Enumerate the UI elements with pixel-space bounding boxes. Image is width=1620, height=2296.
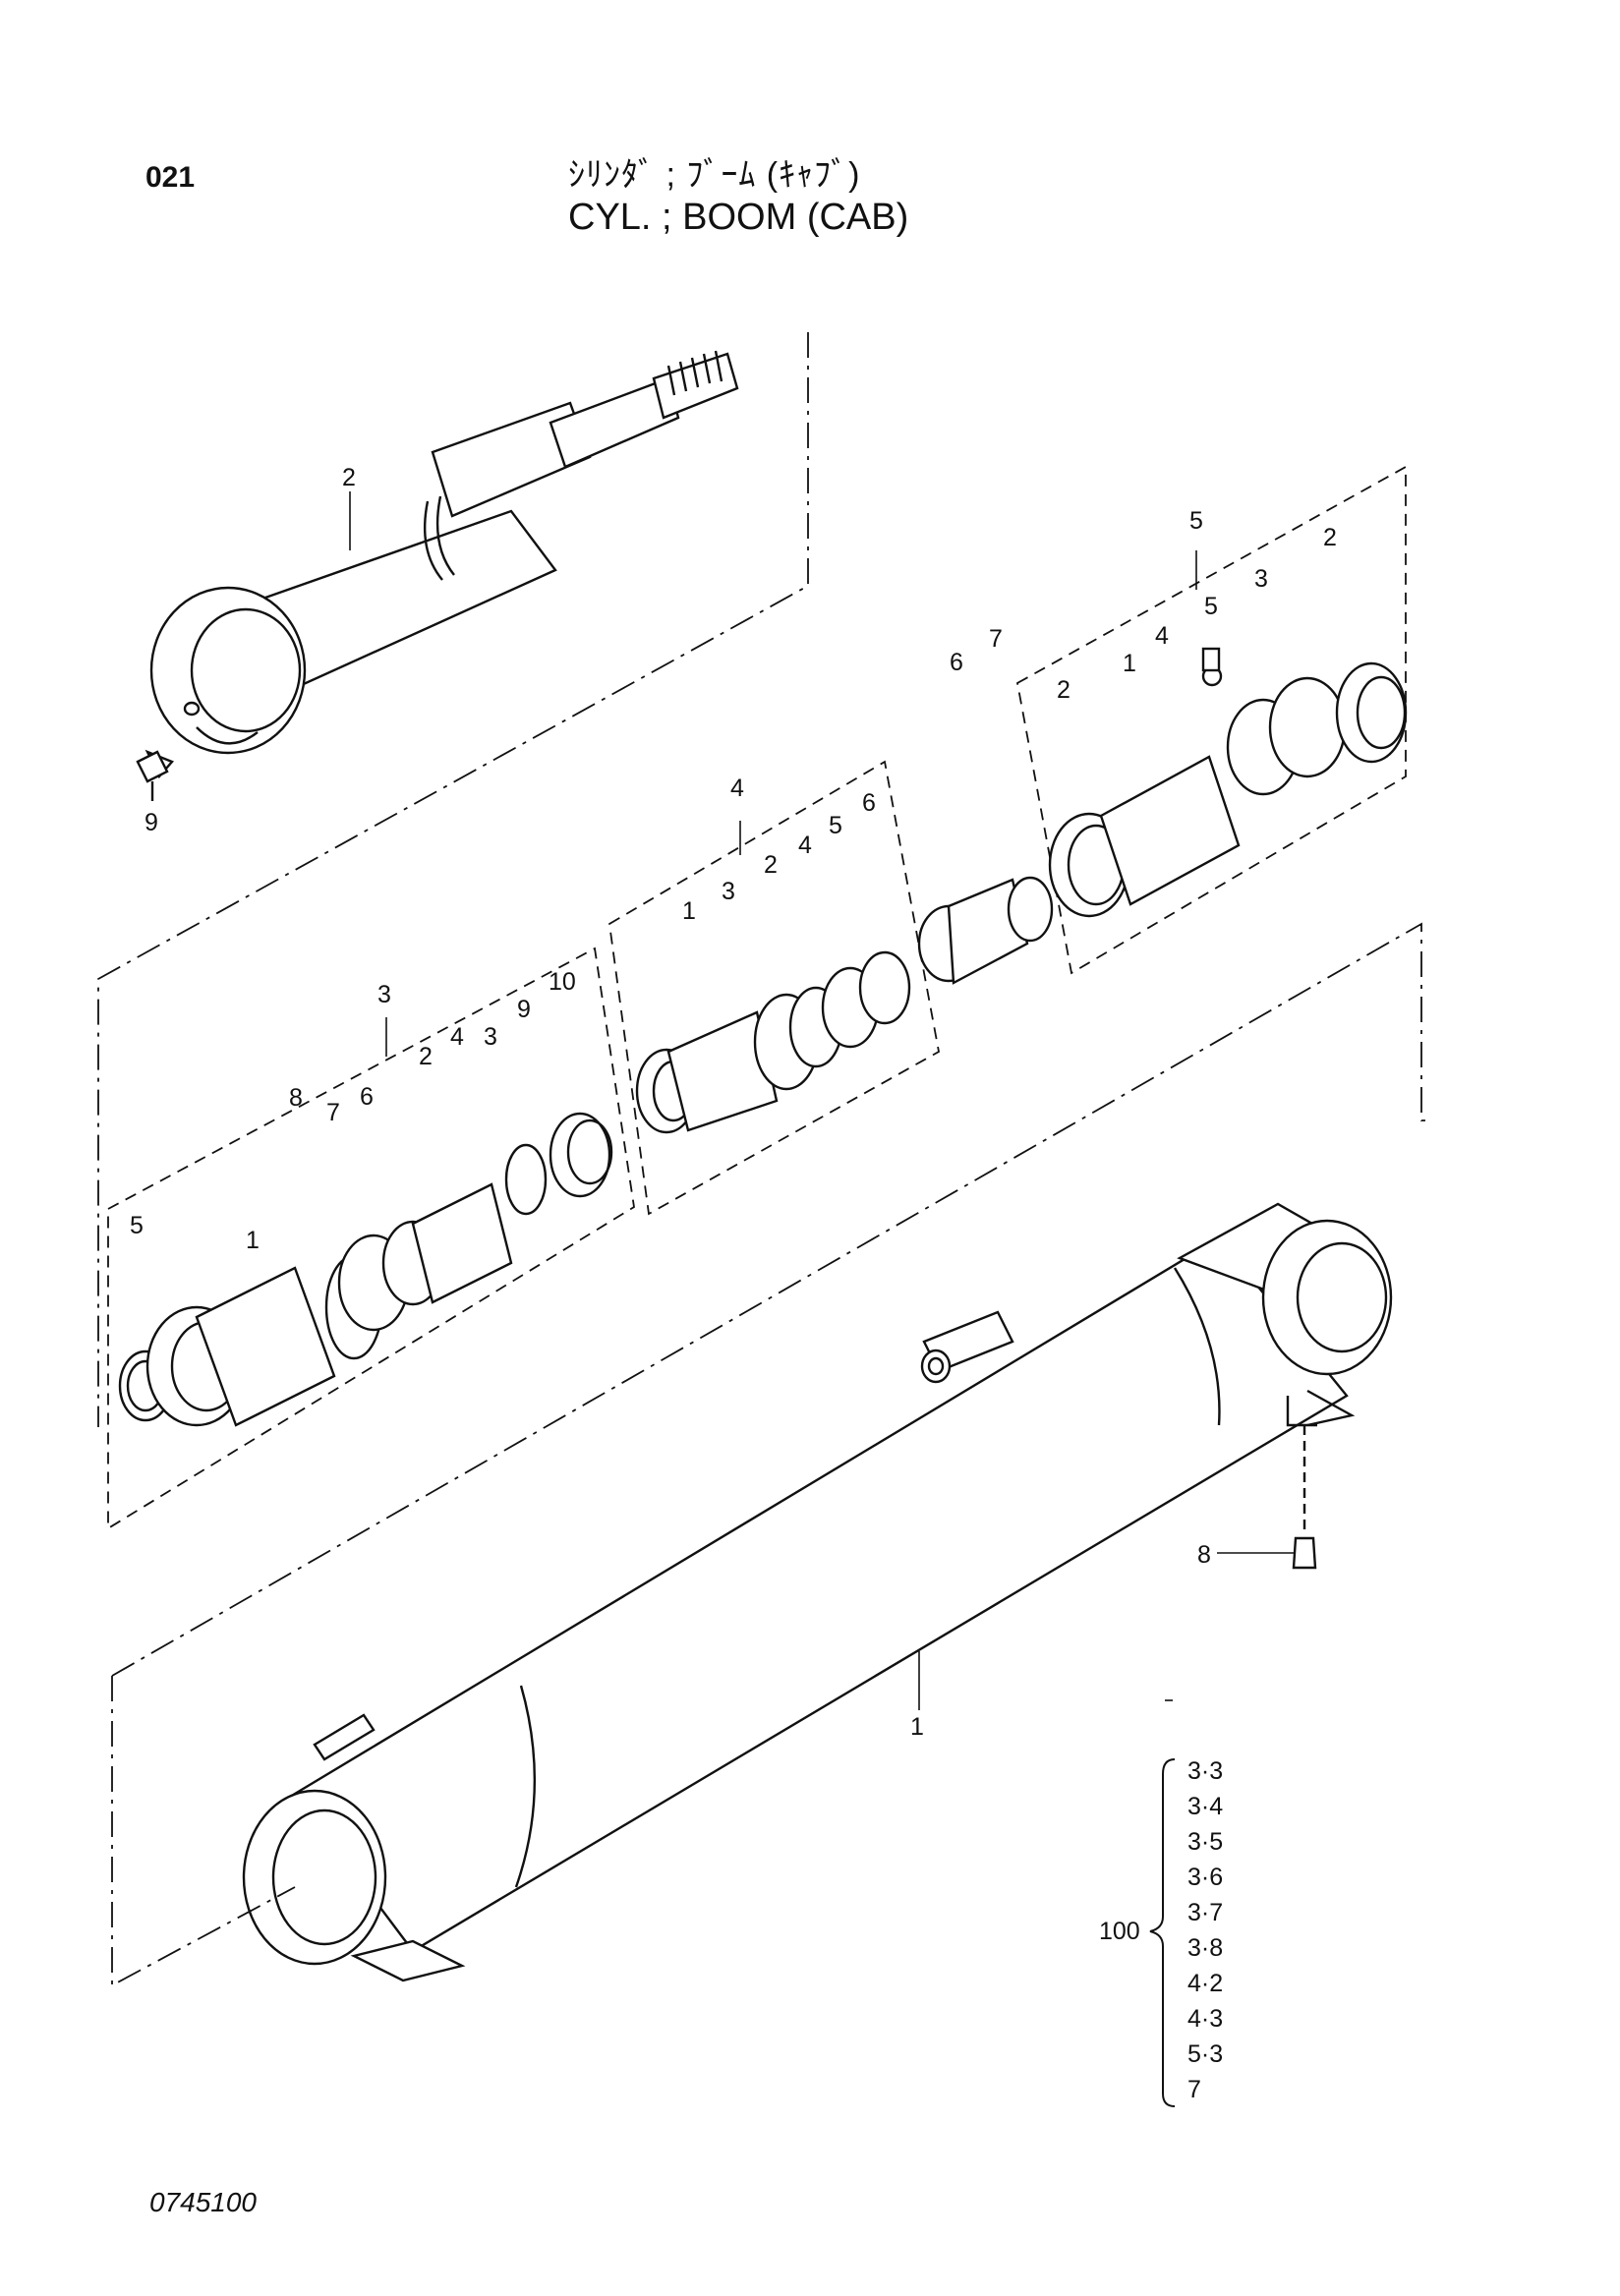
cushion-assembly — [1048, 647, 1408, 918]
callout-head-item: 8 — [289, 1084, 303, 1112]
page-number: 021 — [145, 161, 196, 194]
title-english: CYL. ; BOOM (CAB) — [568, 197, 909, 238]
seal-kit-item: 3·6 — [1187, 1864, 1223, 1891]
rod-group-outline — [97, 332, 809, 1427]
callout-head-item: 4 — [450, 1023, 464, 1051]
tube-group-outline-bottom — [111, 1676, 296, 1987]
seal-kit-label: 100 — [1099, 1918, 1140, 1945]
callout-tube: 1 — [910, 1713, 924, 1741]
piston-assembly — [635, 950, 911, 1134]
callout-cushion-item: 1 — [1123, 650, 1136, 677]
callout-rod: 2 — [342, 464, 356, 491]
seal-kit-item: 3·8 — [1187, 1934, 1223, 1962]
callout-grease-fitting-rod: 9 — [145, 809, 158, 836]
callout-piston-item: 2 — [764, 851, 778, 879]
callout-head-item: 5 — [130, 1212, 144, 1239]
callout-piston-item: 4 — [798, 832, 812, 859]
seal-kit-item: 4·2 — [1187, 1970, 1223, 1997]
callout-piston-item: 3 — [722, 878, 735, 905]
seal-kit-item: 4·3 — [1187, 2005, 1223, 2033]
callout-head-item: 2 — [419, 1043, 433, 1070]
callout-piston-item: 1 — [682, 897, 696, 925]
seal-kit-item: 3·4 — [1187, 1793, 1223, 1820]
callout-grease-fitting-tube: 8 — [1197, 1541, 1211, 1569]
title-japanese: ｼﾘﾝﾀﾞ ; ﾌﾞｰﾑ (ｷｬﾌﾞ) — [568, 156, 861, 194]
piston-nut — [917, 876, 1054, 985]
head-assembly — [118, 1112, 613, 1427]
callout-head-group: 3 — [377, 981, 391, 1008]
seal-kit-item: 3·5 — [1187, 1828, 1223, 1856]
callout-cushion-item: 3 — [1254, 565, 1268, 593]
callout-cushion-item: 2 — [1057, 676, 1070, 704]
seal-kit-item: 7 — [1187, 2076, 1201, 2103]
callout-head-item: 9 — [517, 996, 531, 1023]
head-group-outline — [107, 947, 635, 1530]
callout-head-item: 3 — [484, 1023, 497, 1051]
callout-head-item: 7 — [326, 1099, 340, 1126]
leader-lines — [151, 491, 1294, 1710]
cylinder-tube — [242, 1202, 1393, 1982]
tube-group-outline — [111, 922, 1425, 1677]
grease-fitting-tube — [1292, 1425, 1317, 1570]
piston-group-outline — [608, 760, 941, 1216]
callout-piston-item: 5 — [829, 812, 842, 839]
callout-piston-item: 6 — [862, 789, 876, 817]
callout-collar: 7 — [989, 625, 1003, 653]
callout-nut: 6 — [950, 649, 963, 676]
callout-head-item: 1 — [246, 1227, 260, 1254]
callout-piston-group: 4 — [730, 775, 744, 802]
callout-cushion-group: 5 — [1189, 507, 1203, 535]
seal-kit-item: 3·7 — [1187, 1899, 1223, 1926]
callout-cushion-item: 5 — [1204, 593, 1218, 620]
drawing-number: 0745100 — [149, 2187, 258, 2217]
seal-kit-item: 5·3 — [1187, 2040, 1223, 2068]
callout-head-item: 10 — [549, 968, 576, 996]
callout-cushion-item: 2 — [1323, 524, 1337, 551]
seal-kit-item: 3·3 — [1187, 1757, 1223, 1785]
seal-kit-brace — [1149, 1758, 1176, 2107]
callout-head-item: 6 — [360, 1083, 374, 1111]
piston-rod — [145, 350, 739, 779]
callout-cushion-item: 4 — [1155, 622, 1169, 650]
